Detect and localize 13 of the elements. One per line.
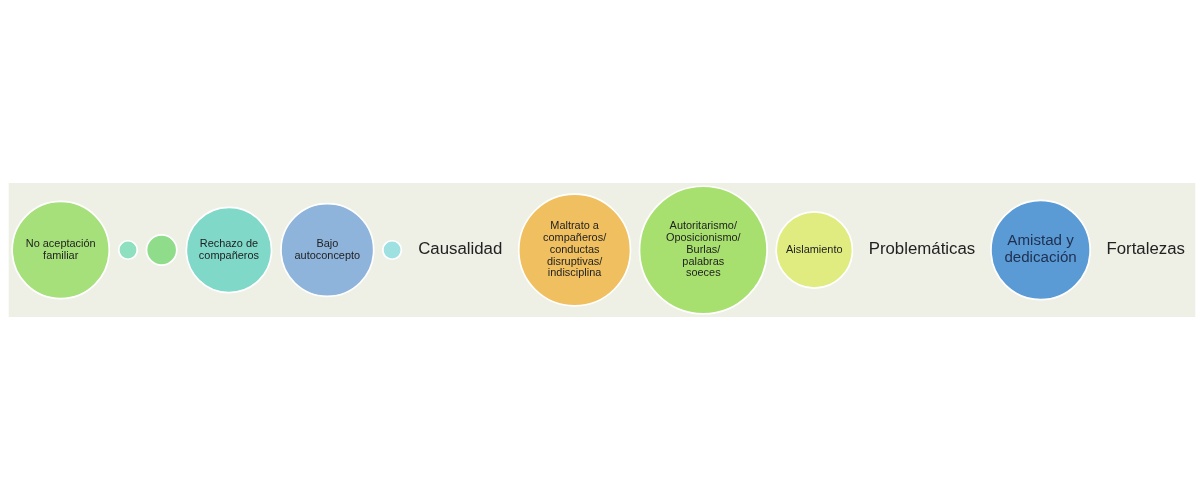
node-circle: Amistad y dedicación [990, 199, 1091, 301]
node-circle [382, 239, 403, 261]
label: Problemáticas [868, 239, 976, 259]
node-circle: Maltrato a compañeros/ conductas disruptivas/ indisciplina [517, 193, 632, 307]
node-circle [145, 234, 178, 266]
label: Causalidad [418, 239, 503, 259]
node-circle: Aislamiento [775, 211, 854, 289]
node-circle: Rechazo de compañeros [185, 206, 273, 294]
node-circle: Bajo autoconcepto [280, 202, 375, 298]
node-circle: Autoritarismo/ Oposicionismo/ Burlas/ palabras soeces [638, 185, 768, 315]
node-circle: No aceptación familiar [11, 200, 111, 300]
label: Fortalezas [1106, 239, 1185, 259]
node-circle [117, 239, 139, 261]
